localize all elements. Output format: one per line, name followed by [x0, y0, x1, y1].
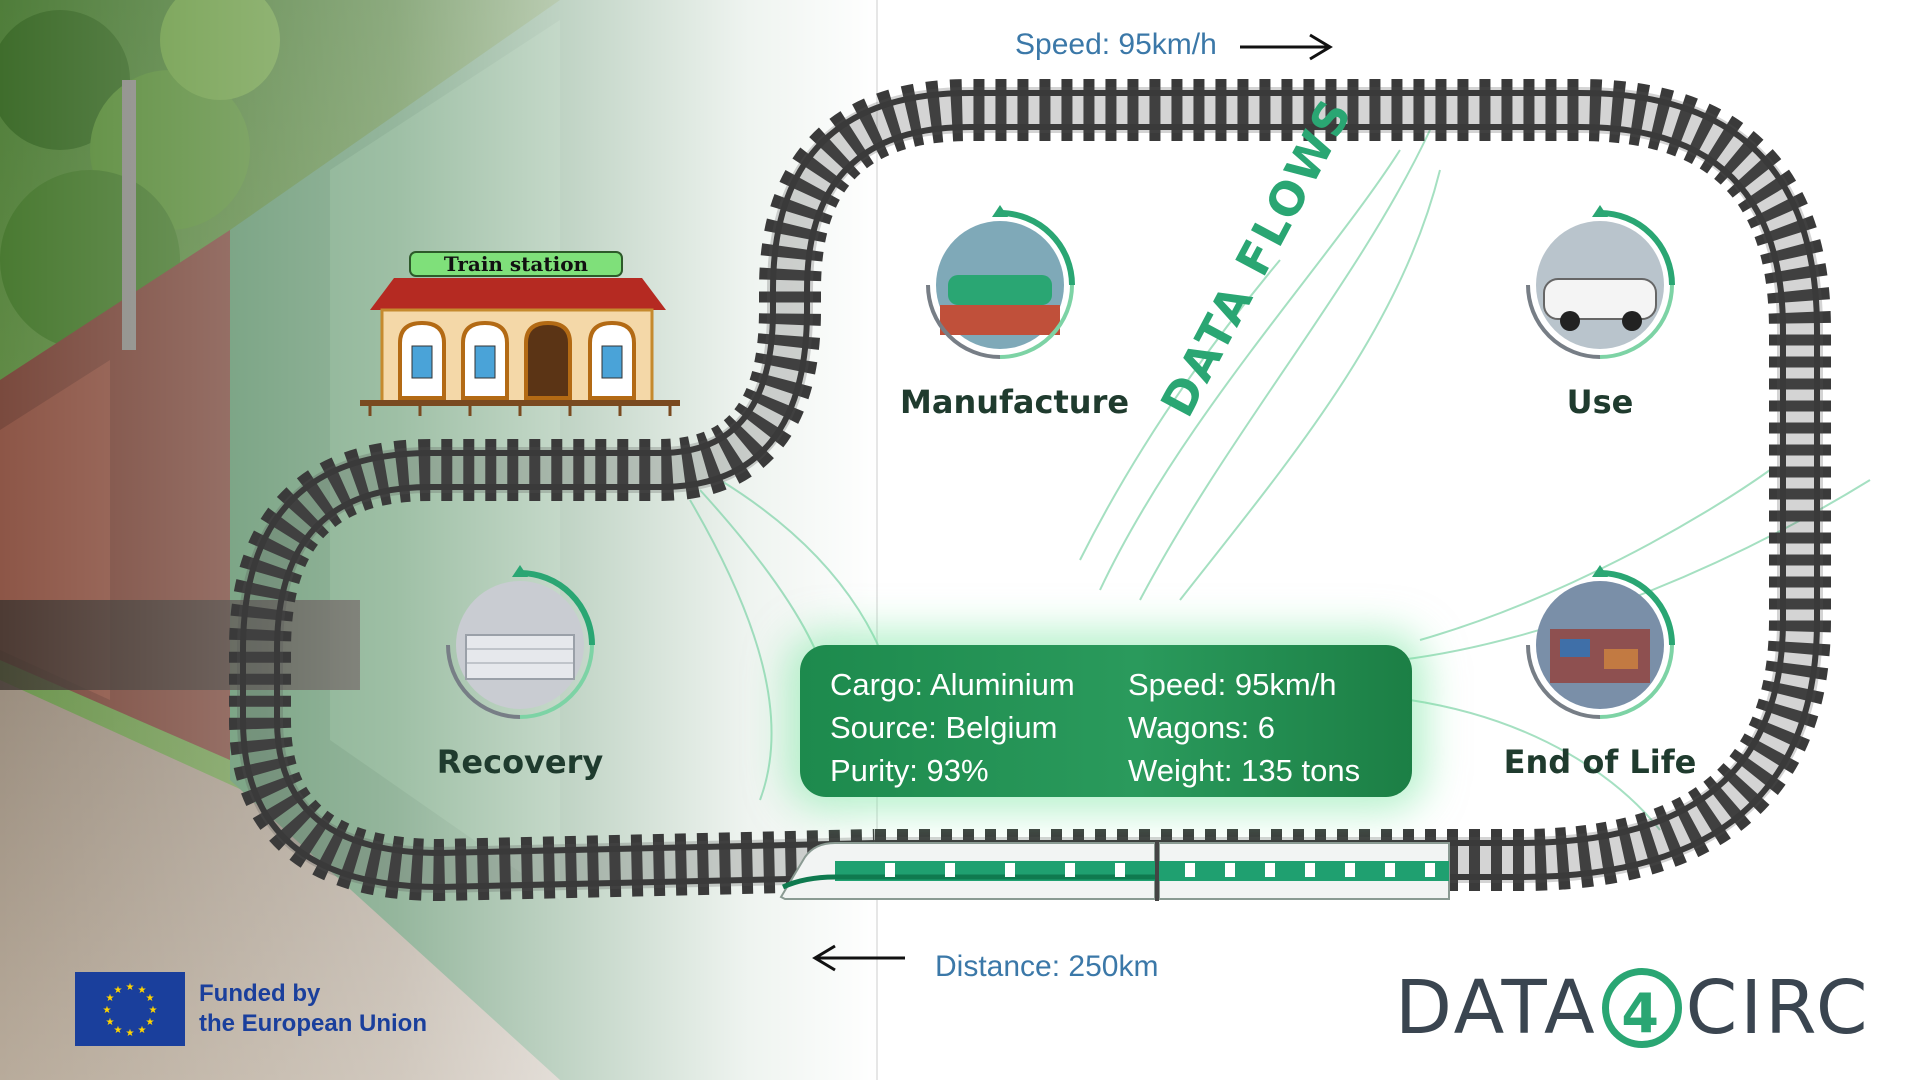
stage-label-end-of-life: End of Life	[1503, 743, 1697, 781]
cargo-wagons: Wagons: 6	[1128, 710, 1276, 745]
svg-text:★: ★	[114, 985, 123, 996]
stage-label-recovery: Recovery	[436, 743, 604, 781]
svg-text:★: ★	[106, 993, 115, 1004]
cargo-speed: Speed: 95km/h	[1128, 667, 1337, 702]
eu-funding-line2: the European Union	[199, 1010, 427, 1037]
track-rails	[240, 90, 1820, 891]
use-cycle-icon	[1526, 205, 1675, 359]
stage-use: Use	[1500, 205, 1700, 421]
speed-label: Speed: 95km/h	[1015, 28, 1217, 61]
stage-label-use: Use	[1566, 383, 1634, 421]
svg-text:★: ★	[114, 1025, 123, 1036]
manufacture-cycle-icon	[926, 205, 1075, 359]
eu-funding-line1: Funded by	[199, 980, 321, 1007]
logo-text-data: DATA	[1395, 965, 1598, 1051]
recovery-cycle-icon	[446, 565, 595, 719]
cargo-purity: Purity: 93%	[830, 753, 989, 788]
end-of-life-cycle-icon	[1526, 565, 1675, 719]
stage-end-of-life: End of Life	[1500, 565, 1700, 781]
stage-manufacture: Manufacture	[900, 205, 1130, 421]
svg-text:★: ★	[138, 1025, 147, 1036]
svg-text:★: ★	[103, 1005, 112, 1016]
distance-arrow-icon	[812, 944, 905, 972]
train-icon	[775, 837, 1455, 912]
cargo-info-left: Cargo: Aluminium Source: Belgium Purity:…	[830, 663, 1075, 792]
stage-recovery: Recovery	[420, 565, 620, 781]
svg-text:★: ★	[126, 982, 135, 993]
cargo-type: Cargo: Aluminium	[830, 667, 1075, 702]
svg-text:★: ★	[149, 1005, 158, 1016]
svg-text:★: ★	[146, 993, 155, 1004]
svg-text:★: ★	[126, 1028, 135, 1039]
cargo-source: Source: Belgium	[830, 710, 1058, 745]
svg-text:★: ★	[138, 985, 147, 996]
eu-funding-text: Funded by the European Union	[199, 979, 427, 1039]
stage-label-manufacture: Manufacture	[900, 383, 1130, 421]
cargo-info-right: Speed: 95km/h Wagons: 6 Weight: 135 tons	[1128, 663, 1360, 792]
svg-text:★: ★	[106, 1017, 115, 1028]
data4circ-logo: DATA 4 CIRC	[1395, 965, 1871, 1051]
svg-text:★: ★	[146, 1017, 155, 1028]
train-station: Train station	[360, 248, 680, 418]
logo-text-circ: CIRC	[1685, 965, 1871, 1051]
eu-flag-icon: ★★★★ ★★★★ ★★★★	[75, 972, 185, 1046]
eu-funding-badge: ★★★★ ★★★★ ★★★★ Funded by the European Un…	[75, 972, 427, 1046]
station-sign: Train station	[444, 252, 589, 276]
cargo-info-panel: Cargo: Aluminium Source: Belgium Purity:…	[800, 645, 1412, 797]
logo-text-four: 4	[1601, 968, 1682, 1048]
cargo-weight: Weight: 135 tons	[1128, 753, 1361, 788]
distance-label: Distance: 250km	[935, 950, 1159, 983]
speed-arrow-icon	[1240, 33, 1333, 61]
